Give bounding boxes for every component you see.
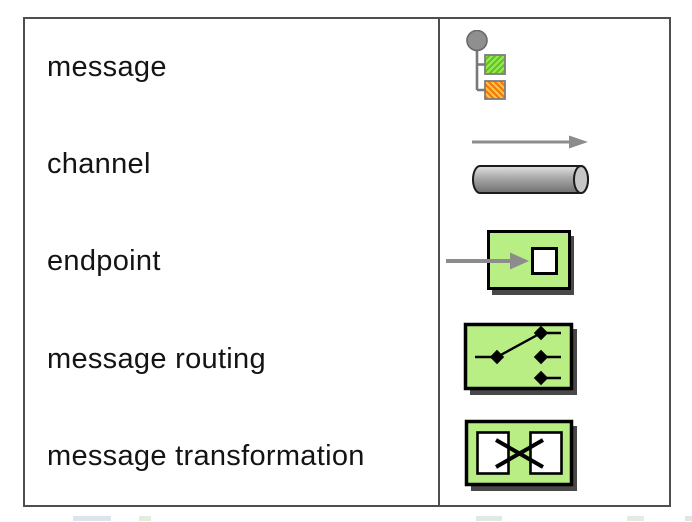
table-row-label-message-routing: message routing [25, 310, 440, 408]
message-root-circle [466, 29, 488, 51]
cutoff-caption-remnant [476, 516, 502, 521]
message-icon [466, 29, 506, 100]
message-transformation-icon [464, 420, 577, 492]
row-label: endpoint [47, 245, 161, 278]
message-tree-glyph [466, 29, 506, 100]
selector-switch-glyph [475, 325, 561, 386]
cutoff-caption-remnant [73, 516, 111, 521]
channel-icon [472, 135, 589, 194]
message-orange-part [484, 79, 506, 100]
cutoff-caption-remnant [685, 516, 692, 521]
row-label: channel [47, 148, 151, 181]
row-label: message [47, 51, 167, 84]
table-row-label-channel: channel [25, 116, 440, 214]
table-row-label-message-transformation: message transformation [25, 407, 440, 505]
cutoff-caption-remnant [139, 516, 151, 521]
transformation-left-pane [476, 431, 510, 476]
table-row-icon-message-transformation [440, 408, 669, 505]
table-row-label-endpoint: endpoint [25, 213, 440, 311]
cutoff-caption-remnant [627, 516, 644, 521]
arrow-glyph [446, 252, 529, 270]
arrow-glyph [472, 135, 588, 149]
row-label: message routing [47, 342, 266, 375]
table-row-label-message: message [25, 19, 440, 117]
cross-glyph [495, 438, 544, 470]
endpoint-inner-square [531, 246, 558, 275]
pipe-glyph [472, 164, 589, 194]
table-row-icon-message [440, 19, 669, 116]
message-routing-icon [463, 322, 577, 396]
endpoint-icon [446, 229, 574, 295]
notation-legend-table: message [23, 17, 671, 507]
row-label: message transformation [47, 439, 365, 472]
transformation-right-pane [529, 431, 563, 476]
table-row-icon-channel [440, 116, 669, 213]
table-row-icon-endpoint [440, 213, 669, 310]
message-green-part [484, 53, 506, 75]
table-row-icon-message-routing [440, 311, 669, 408]
